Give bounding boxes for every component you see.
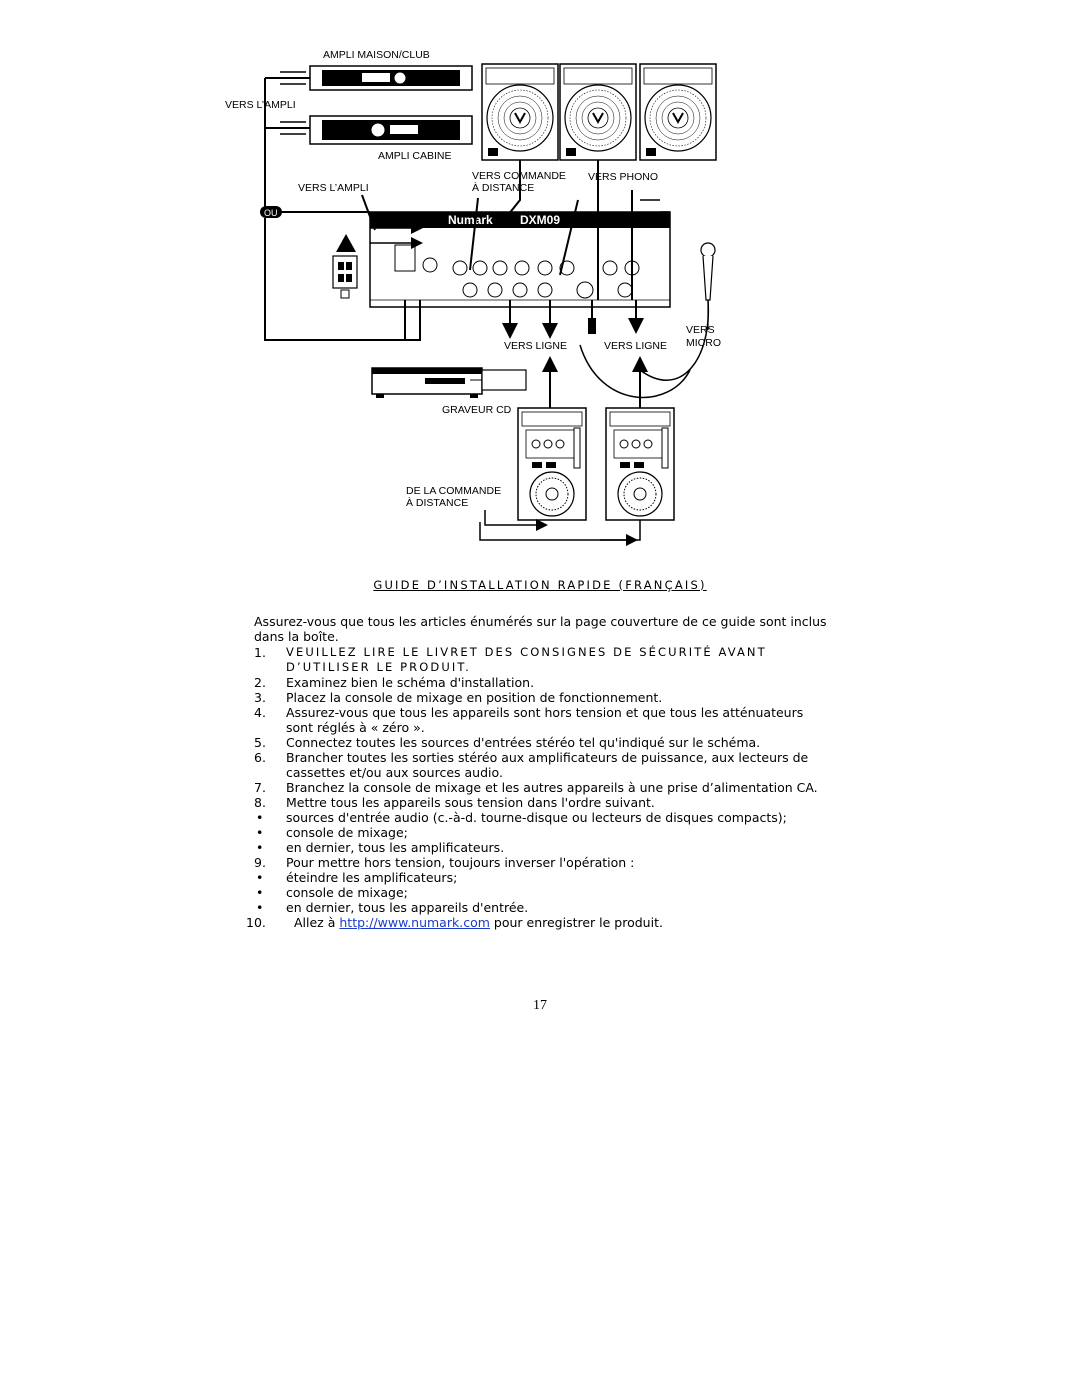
label-ampli-maison: AMPLI MAISON/CLUB [323,49,430,61]
bullet-item: en dernier, tous les amplificateurs. [254,840,834,855]
instructions: Assurez-vous que tous les articles énumé… [246,614,834,930]
step-number: 8. [254,795,266,810]
label-vers-ligne-1: VERS LIGNE [504,340,567,352]
step-4: 4. Assurez-vous que tous les appareils so… [254,705,834,735]
step-number: 4. [254,705,266,720]
step-8: 8. Mettre tous les appareils sous tensio… [254,795,834,810]
step-text-after: pour enregistrer le produit. [493,915,663,930]
step-number: 9. [254,855,266,870]
label-ampli-cabine: AMPLI CABINE [378,150,452,162]
ou-label: OU [264,208,278,218]
step-2: 2. Examinez bien le schéma d'installation… [254,675,834,690]
bullet-item: éteindre les amplificateurs; [254,870,834,885]
bullet-item: en dernier, tous les appareils d'entrée. [254,900,834,915]
step-text: Connectez toutes les sources d'entrées s… [286,735,761,750]
step-text: Mettre tous les appareils sous tension d… [286,795,655,810]
step-number: 2. [254,675,266,690]
label-vers-commande-2: À DISTANCE [472,181,534,194]
bullet-item: sources d'entrée audio (c.-à-d. tourne-d… [254,810,834,825]
step-number: 1. [254,645,266,660]
turntable-3 [639,63,717,161]
step-6: 6. Brancher toutes les sorties stéréo aux… [254,750,834,780]
step-9: 9. Pour mettre hors tension, toujours inv… [254,855,834,870]
step-text: Brancher toutes les sorties stéréo aux a… [286,750,809,780]
label-vers-ampli-2: VERS L’AMPLI [298,182,369,194]
steps-list: 1. VEUILLEZ LIRE LE LIVRET DES CONSIGNES … [246,645,834,930]
step-text: Placez la console de mixage en position … [286,690,663,705]
mixer-model: DXM09 [520,213,560,227]
step-3: 3. Placez la console de mixage en positio… [254,690,834,705]
step-1: 1. VEUILLEZ LIRE LE LIVRET DES CONSIGNES … [254,645,834,675]
mixer: Numark DXM09 [369,211,671,308]
power-outlet [332,234,358,299]
label-vers-phono: VERS PHONO [588,171,658,183]
setup-diagram: Numark DXM09 OU [225,49,721,546]
step-text: VEUILLEZ LIRE LE LIVRET DES CONSIGNES DE… [286,645,767,674]
step-text-before: Allez à [294,915,336,930]
step-7: 7. Branchez la console de mixage et les a… [254,780,834,795]
numark-link[interactable]: http://www.numark.com [339,915,490,930]
step-text: Pour mettre hors tension, toujours inver… [286,855,635,870]
page-number: 17 [533,998,547,1013]
bullet-item: console de mixage; [254,825,834,840]
ampli-cabine [309,115,473,145]
label-vers-micro-2: MICRO [686,337,721,349]
turntable-2 [559,63,637,161]
bullet-item: console de mixage; [254,885,834,900]
section-heading: GUIDE D’INSTALLATION RAPIDE (FRANÇAIS) [373,578,707,592]
step-number: 3. [254,690,266,705]
step-text: Examinez bien le schéma d'installation. [286,675,535,690]
label-vers-ampli-1: VERS L’AMPLI [225,99,296,111]
label-vers-commande-1: VERS COMMANDE [472,170,566,182]
label-de-la-commande-1: DE LA COMMANDE [406,485,501,497]
label-graveur-cd: GRAVEUR CD [442,404,512,416]
step-text: Assurez-vous que tous les appareils sont… [286,705,804,735]
graveur-cd [371,367,527,398]
step-10: 10. Allez à http://www.numark.com pour e… [246,915,834,930]
turntable-1 [481,63,559,161]
label-vers-micro-1: VERS [686,324,715,336]
step-8-bullets: sources d'entrée audio (c.-à-d. tourne-d… [254,810,834,855]
ampli-maison-club [309,65,473,91]
cd-player-2 [605,407,675,521]
step-number: 5. [254,735,266,750]
intro-paragraph: Assurez-vous que tous les articles énumé… [254,614,827,644]
step-number: 6. [254,750,266,765]
step-number: 10. [246,915,266,930]
cd-player-1 [517,407,587,521]
label-vers-ligne-2: VERS LIGNE [604,340,667,352]
mixer-brand: Numark [448,213,493,227]
label-de-la-commande-2: À DISTANCE [406,496,468,509]
step-text: Branchez la console de mixage et les aut… [286,780,818,795]
microphone [639,242,716,381]
step-9-bullets: éteindre les amplificateurs; console de … [254,870,834,915]
step-number: 7. [254,780,266,795]
step-5: 5. Connectez toutes les sources d'entrées… [254,735,834,750]
